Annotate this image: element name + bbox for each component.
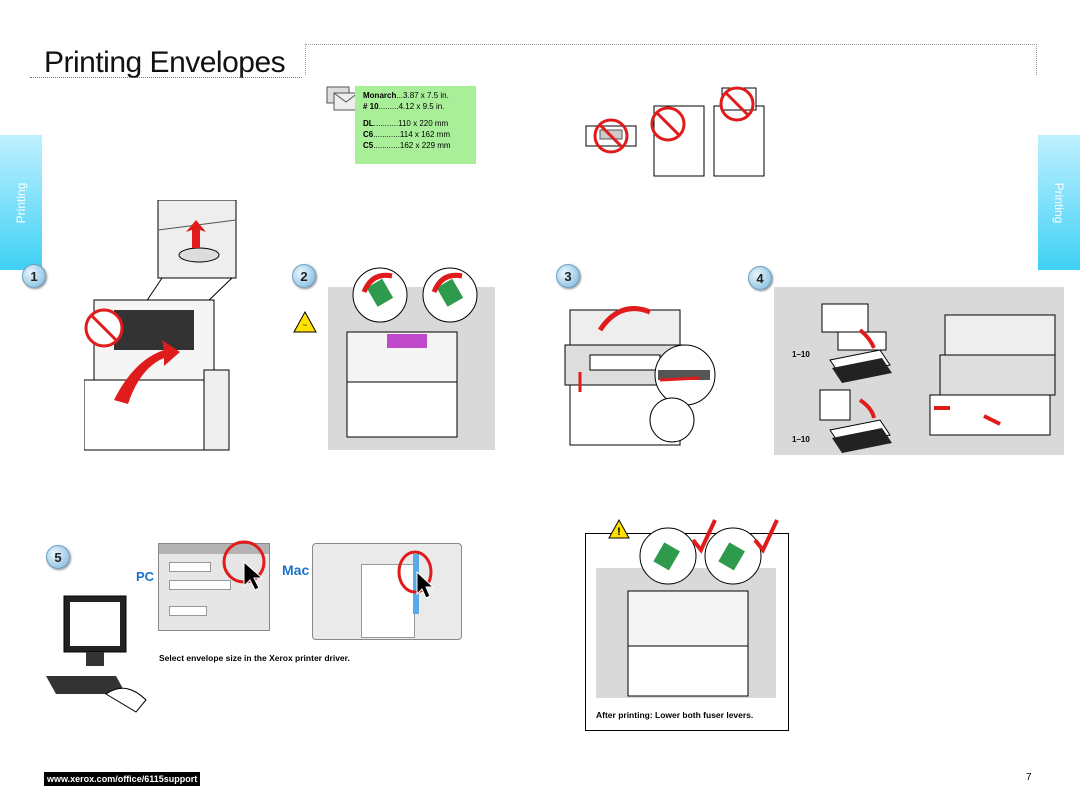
- pc-driver-dialog[interactable]: [158, 543, 270, 631]
- step-badge-3: 3: [556, 264, 580, 288]
- mac-label: Mac: [282, 562, 310, 578]
- mac-highlight-circle: [397, 550, 437, 605]
- pc-dialog-field[interactable]: [169, 580, 231, 590]
- step-badge-2: 2: [292, 264, 316, 288]
- step-badge-5: 5: [46, 545, 70, 569]
- pc-dialog-titlebar: [159, 544, 269, 554]
- step2-fuser-levers-illustration: ~: [292, 262, 482, 447]
- step1-printer-open-illustration: [83, 199, 254, 465]
- page-title: Printing Envelopes: [44, 46, 286, 79]
- pc-dialog-field[interactable]: [169, 606, 207, 616]
- mac-scrollbar[interactable]: [413, 554, 419, 614]
- envelope-size-box: Monarch...3.87 x 7.5 in. # 10.........4.…: [355, 86, 476, 164]
- step4-envelope-loading-illustration: [790, 290, 1060, 465]
- envelope-size-c5: C5............162 x 229 mm: [363, 141, 451, 150]
- side-tab-label: Printing: [14, 182, 28, 223]
- step-badge-1: 1: [22, 264, 46, 288]
- support-url-link[interactable]: www.xerox.com/office/6115support: [44, 772, 201, 786]
- after-printing-caption: After printing: Lower both fuser levers.: [596, 710, 754, 720]
- step3-printer-illustration: [560, 300, 730, 455]
- title-underline: [30, 77, 302, 78]
- svg-text:~: ~: [303, 321, 308, 330]
- step-badge-4: 4: [748, 266, 772, 290]
- svg-text:!: !: [617, 526, 621, 538]
- mac-dropdown-menu[interactable]: [361, 564, 415, 638]
- after-printing-illustration: !: [593, 516, 783, 706]
- stack-label-2: 1–10: [792, 435, 810, 444]
- side-tab-right: Printing: [1038, 135, 1080, 270]
- mac-driver-dialog[interactable]: [312, 543, 462, 640]
- prohibited-envelopes-illustration: [584, 86, 774, 183]
- stack-label-1: 1–10: [792, 350, 810, 359]
- after-printing-box: [585, 533, 789, 731]
- envelope-size-c6: C6............114 x 162 mm: [363, 130, 451, 139]
- step5-caption: Select envelope size in the Xerox printe…: [159, 653, 350, 663]
- envelope-size-monarch: Monarch...3.87 x 7.5 in.: [363, 91, 449, 100]
- pc-dialog-field[interactable]: [169, 562, 211, 572]
- side-tab-label: Printing: [1052, 182, 1066, 223]
- pc-highlight-circle: [222, 540, 272, 595]
- computer-illustration: [46, 590, 156, 725]
- pc-label: PC: [136, 569, 155, 584]
- side-tab-left: Printing: [0, 135, 42, 270]
- envelope-size-10: # 10.........4.12 x 9.5 in.: [363, 102, 445, 111]
- header-rule: [305, 44, 1037, 75]
- page-number: 7: [1026, 772, 1032, 783]
- envelope-size-dl: DL...........110 x 220 mm: [363, 119, 449, 128]
